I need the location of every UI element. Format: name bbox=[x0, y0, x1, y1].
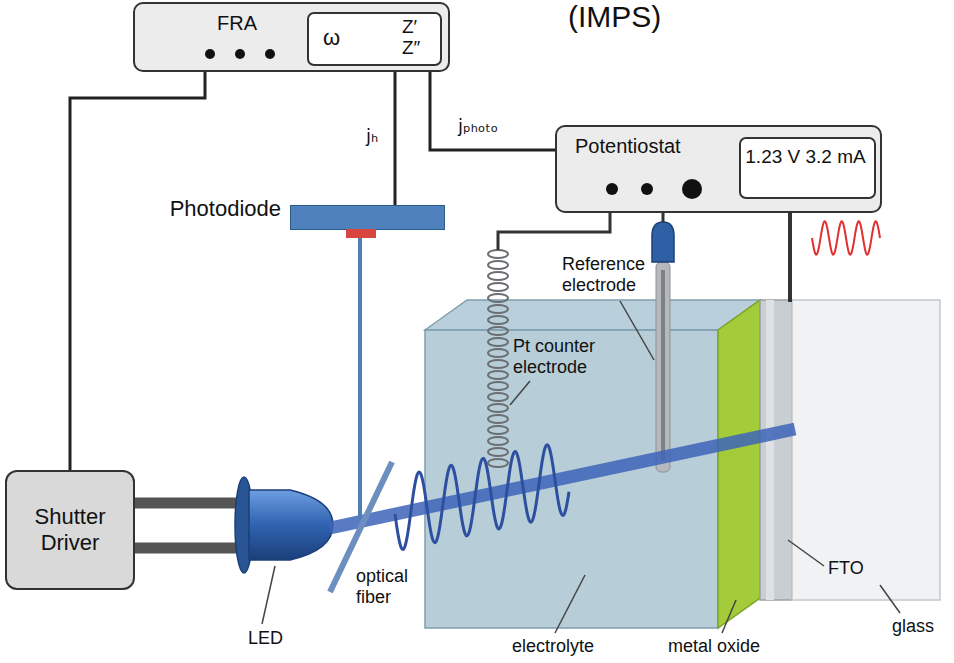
coil-turn bbox=[488, 371, 508, 379]
coil-turn bbox=[488, 294, 508, 302]
part-label: FTO bbox=[828, 558, 864, 579]
part-label: glass bbox=[892, 616, 934, 637]
analyzer-box: FRA ω Z′ Z″ bbox=[133, 2, 450, 72]
leader-line bbox=[880, 585, 900, 613]
electrolyte-top bbox=[425, 300, 760, 330]
working-wire bbox=[788, 213, 792, 302]
photodiode-sensor: Photodiode bbox=[290, 205, 445, 230]
coil-turn bbox=[488, 327, 508, 335]
coil-turn bbox=[488, 305, 508, 313]
coil-turn bbox=[488, 349, 508, 357]
signal-cable bbox=[394, 72, 397, 205]
device-name: Potentiostat bbox=[575, 135, 681, 158]
fto-highlight bbox=[766, 300, 774, 600]
counter-wire bbox=[498, 213, 610, 250]
part-label: optical fiber bbox=[356, 566, 422, 607]
connector-socket bbox=[682, 179, 702, 199]
photocurrent-wave bbox=[812, 221, 880, 254]
leader-line bbox=[262, 566, 275, 624]
led-body bbox=[249, 490, 333, 560]
connector-socket bbox=[641, 183, 653, 195]
connector-socket bbox=[235, 49, 245, 59]
fto-layer bbox=[760, 300, 792, 600]
device-name: Photodiode bbox=[170, 196, 281, 221]
driver-box: Shutter Driver bbox=[5, 470, 135, 590]
signal-name: jₚₕₒₜₒ bbox=[458, 116, 498, 137]
leader-line bbox=[555, 575, 585, 633]
coil-turn bbox=[488, 338, 508, 346]
leader-line bbox=[620, 301, 654, 360]
coil-turn bbox=[488, 283, 508, 291]
connector-socket bbox=[265, 49, 275, 59]
coil-turn bbox=[488, 261, 508, 269]
reference-wire bbox=[662, 213, 665, 222]
connector-socket bbox=[205, 49, 215, 59]
reference-cap bbox=[652, 222, 674, 262]
reference-tube bbox=[656, 262, 670, 472]
display-reading: 1.23 V 3.2 mA bbox=[741, 145, 870, 170]
coil-turn bbox=[488, 404, 508, 412]
coil-turn bbox=[488, 316, 508, 324]
device-name: FRA bbox=[217, 12, 257, 35]
coil-turn bbox=[488, 250, 508, 258]
display-symbol: ω bbox=[323, 25, 340, 50]
part-label: LED bbox=[248, 628, 283, 649]
modulated-light-wave bbox=[395, 445, 569, 550]
part-label: metal oxide bbox=[668, 636, 760, 657]
signal-cable bbox=[70, 72, 205, 470]
coil-turn bbox=[488, 437, 508, 445]
connector-socket bbox=[606, 183, 618, 195]
display-screen: 1.23 V 3.2 mA bbox=[739, 137, 876, 199]
coil-turn bbox=[488, 426, 508, 434]
coil-turn bbox=[488, 360, 508, 368]
led-lead bbox=[135, 498, 242, 509]
display-symbol: Z′ Z″ bbox=[402, 17, 428, 59]
leader-line bbox=[788, 540, 824, 566]
signal-name: jₕ bbox=[366, 126, 378, 147]
diagram-title: (IMPS) bbox=[568, 0, 661, 35]
counter-electrode-coil bbox=[488, 250, 508, 467]
metal-oxide-layer bbox=[718, 300, 760, 628]
potentiostat-box: Potentiostat 1.23 V 3.2 mA bbox=[555, 125, 882, 213]
coil-turn bbox=[488, 382, 508, 390]
part-label: Pt counter electrode bbox=[513, 336, 609, 377]
led-lead bbox=[135, 543, 242, 554]
coil-turn bbox=[488, 393, 508, 401]
leader-line bbox=[510, 381, 530, 405]
coil-turn bbox=[488, 272, 508, 280]
coil-turn bbox=[488, 459, 508, 467]
leader-line bbox=[722, 600, 736, 633]
display-screen: ω Z′ Z″ bbox=[307, 12, 442, 66]
glass-substrate bbox=[792, 300, 940, 600]
part-label: electrolyte bbox=[512, 636, 594, 657]
device-name: Shutter Driver bbox=[15, 504, 125, 557]
signal-cable bbox=[430, 72, 555, 150]
part-label: Reference electrode bbox=[562, 254, 662, 295]
reference-rod bbox=[661, 270, 665, 460]
split-beam bbox=[358, 238, 362, 522]
sensor-window bbox=[346, 229, 376, 238]
coil-turn bbox=[488, 448, 508, 456]
coil-turn bbox=[488, 415, 508, 423]
